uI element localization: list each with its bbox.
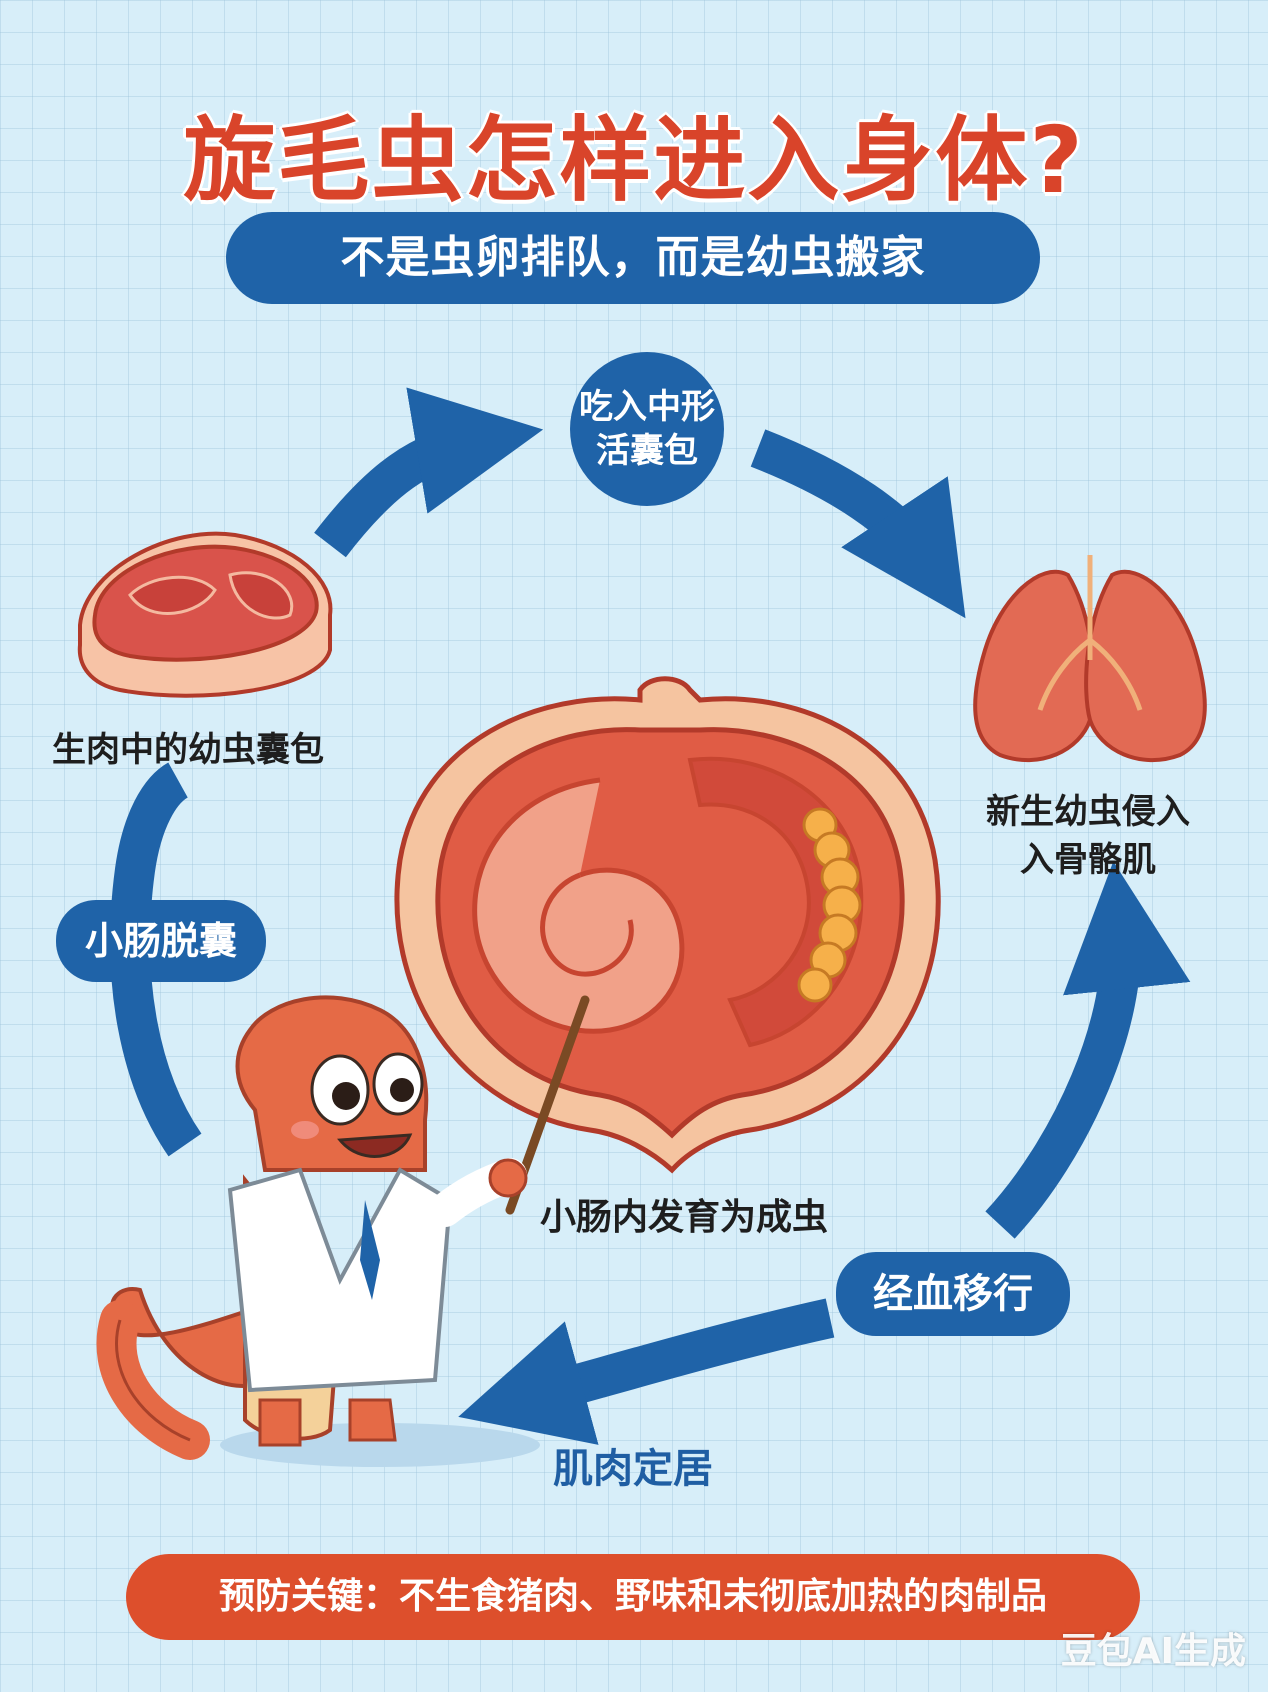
raw-meat-icon [77,531,333,698]
arrow-circle-to-lungs-icon [750,429,966,619]
step-intestine-excyst-pill: 小肠脱囊 [56,900,266,982]
watermark: 豆包AI生成 [1060,1631,1246,1672]
subtitle-banner: 不是虫卵排队，而是幼虫搬家 [226,212,1040,304]
larva-icon [797,807,862,1003]
lungs-icon [973,555,1207,762]
step-muscle-settle-label: 肌肉定居 [553,1446,713,1492]
step-blood-migration-pill: 经血移行 [836,1252,1070,1336]
arrow-lungs-down-icon [985,861,1191,1239]
arrow-bottom-left-icon [458,1298,835,1445]
arrow-meat-to-circle-icon [314,387,544,558]
page-title: 旋毛虫怎样进入身体? [182,106,1085,216]
step-invade-muscle-line1: 新生幼虫侵入 [986,792,1190,832]
prevention-banner: 预防关键：不生食猪肉、野味和未彻底加热的肉制品 [126,1554,1140,1640]
step-invade-muscle-line2: 入骨骼肌 [1020,840,1156,880]
worm-doctor-mascot [96,995,540,1467]
step-eat-cyst-line2: 活囊包 [596,431,698,471]
step-eat-cyst-circle: 吃入中形 活囊包 [570,352,724,506]
step-invade-muscle-label: 新生幼虫侵入 入骨骼肌 [986,788,1190,884]
intestine-illustration [394,676,941,1174]
step-adult-development-label: 小肠内发育为成虫 [540,1197,829,1238]
step-raw-meat-label: 生肉中的幼虫囊包 [52,730,324,770]
step-eat-cyst-line1: 吃入中形 [579,387,715,427]
